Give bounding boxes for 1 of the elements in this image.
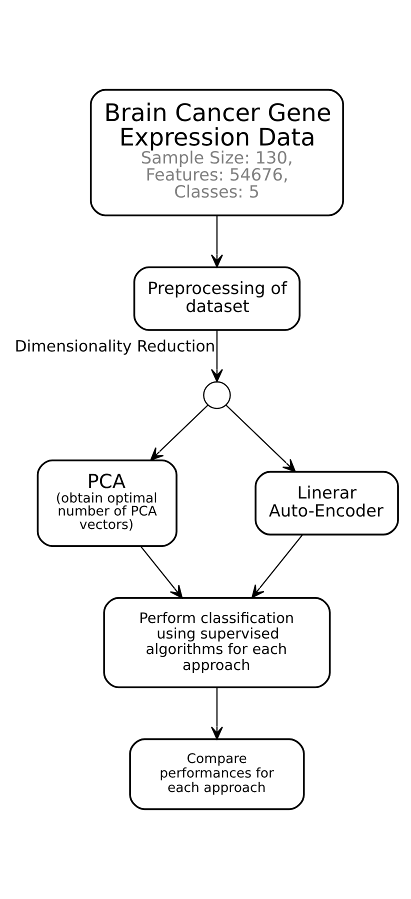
edge-label: Dimensionality Reduction: [14, 336, 216, 356]
